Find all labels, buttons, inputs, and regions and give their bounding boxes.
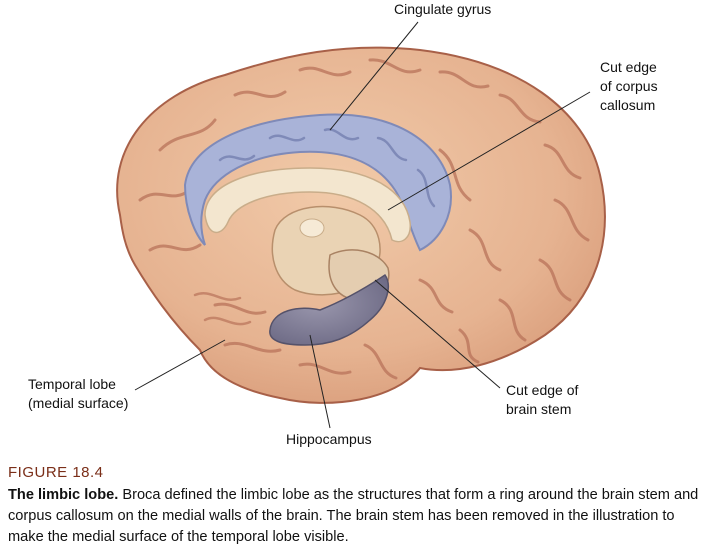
caption-text: Broca defined the limbic lobe as the str… (8, 487, 699, 545)
figure-caption: FIGURE 18.4 The limbic lobe. Broca defin… (8, 463, 704, 548)
leader-lines (134, 21, 591, 429)
label-hippocampus-text: Hippocampus (286, 431, 372, 447)
label-brain-stem: Cut edge of brain stem (506, 381, 578, 419)
leader-cingulate (329, 21, 419, 131)
temporal-lobe-folds (193, 292, 252, 326)
label-corpus-line-1: Cut edge (600, 59, 657, 75)
thalamus-nucleus (299, 218, 325, 238)
label-corpus-line-2: of corpus (600, 78, 658, 94)
label-temporal-line-2: (medial surface) (28, 395, 129, 411)
label-temporal-lobe: Temporal lobe (medial surface) (28, 375, 128, 413)
label-corpus-line-3: callosum (600, 97, 656, 113)
caption-title: The limbic lobe. (8, 487, 119, 503)
leader-corpus (387, 91, 591, 211)
corpus-callosum (204, 167, 411, 243)
label-hippocampus: Hippocampus (286, 430, 372, 449)
caption-body: The limbic lobe. Broca defined the limbi… (8, 485, 704, 548)
figure-number: FIGURE 18.4 (8, 464, 104, 481)
leader-hippocampus (309, 334, 331, 429)
label-brainstem-line-1: Cut edge of (506, 382, 579, 398)
label-cingulate-gyrus: Cingulate gyrus (394, 0, 491, 19)
leader-temporal (134, 339, 226, 391)
hippocampus-shape (269, 273, 389, 346)
label-corpus-callosum: Cut edge of corpus callosum (600, 58, 658, 115)
label-brainstem-line-2: brain stem (506, 401, 572, 417)
cortex-sulci (138, 58, 590, 380)
label-temporal-line-1: Temporal lobe (28, 376, 116, 392)
limbic-lobe-illustration (116, 21, 606, 429)
leader-brainstem (374, 279, 501, 389)
label-cingulate-text: Cingulate gyrus (394, 1, 492, 17)
